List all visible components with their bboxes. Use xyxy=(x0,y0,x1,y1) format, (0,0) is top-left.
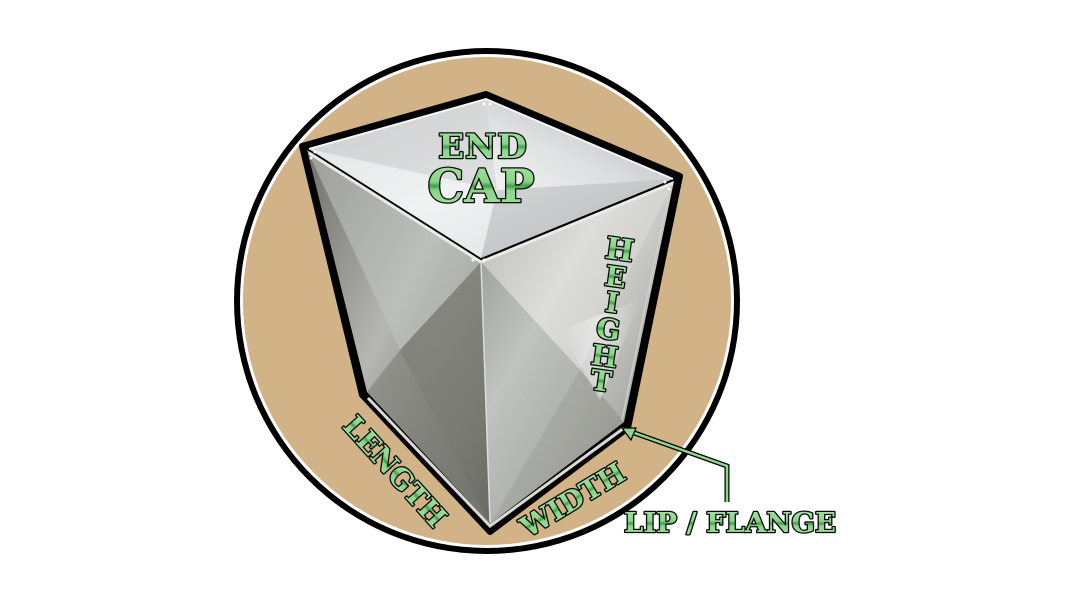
height-letter: H xyxy=(603,231,636,270)
end-label: END xyxy=(438,127,527,167)
height-letter: E xyxy=(603,259,629,295)
height-letter: I xyxy=(603,286,621,321)
height-letter: H xyxy=(589,338,620,374)
cap-label: CAP xyxy=(428,159,535,213)
lip-flange-leader-arrow xyxy=(620,427,730,502)
duct-box-illustration xyxy=(299,91,683,535)
lip-flange-label: LIP / FLANGE xyxy=(624,508,836,539)
